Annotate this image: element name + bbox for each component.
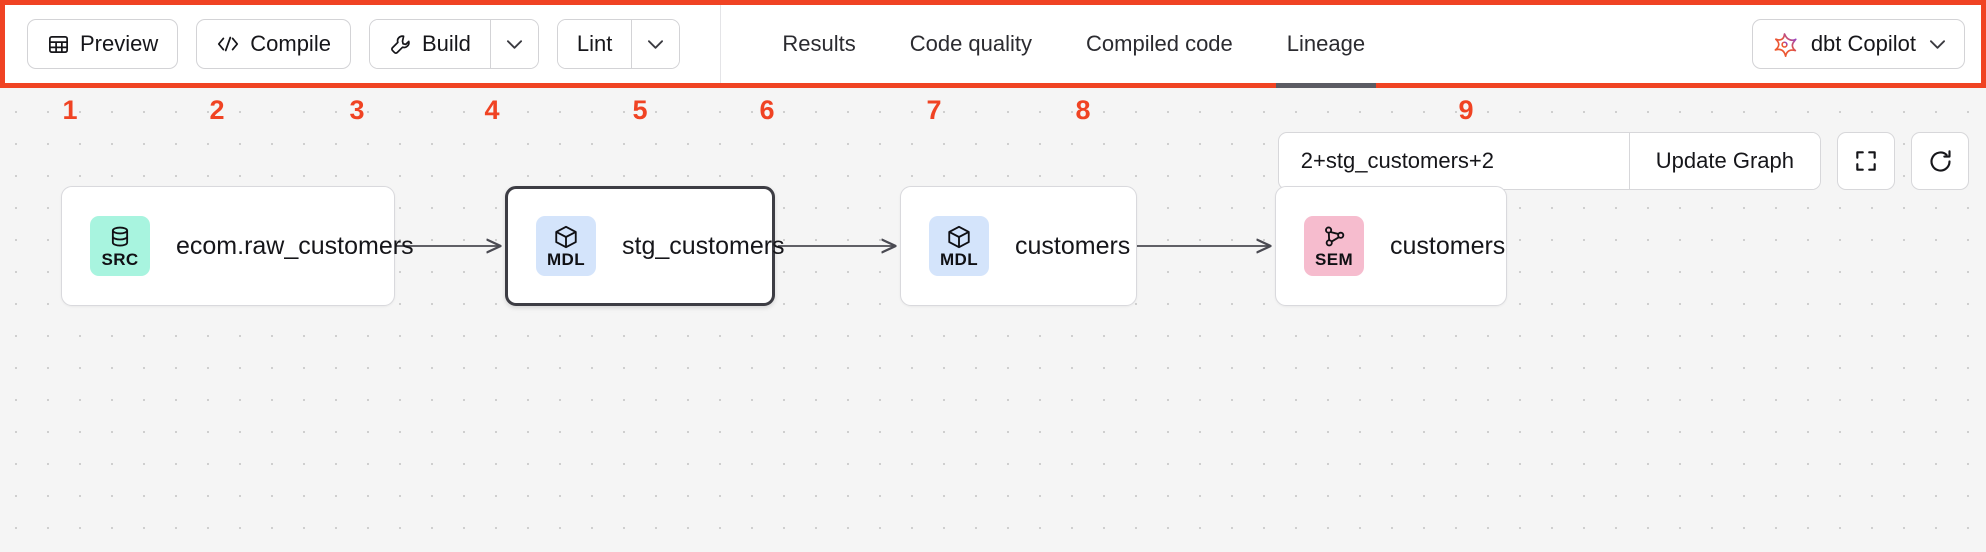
tab-results[interactable]: Results — [755, 5, 882, 83]
lineage-node-customers-sem[interactable]: SEM customers — [1275, 186, 1507, 306]
node-label: ecom.raw_customers — [176, 231, 414, 260]
fit-to-screen-icon — [1853, 148, 1879, 174]
preview-button-label: Preview — [80, 31, 159, 56]
chevron-down-icon — [1929, 39, 1946, 50]
toolbar-highlight-region: Preview Compile — [0, 0, 1986, 88]
fit-to-screen-button[interactable] — [1837, 132, 1895, 190]
wrench-icon — [389, 33, 412, 56]
node-type-badge-src: SRC — [90, 216, 150, 276]
compile-button[interactable]: Compile — [196, 19, 351, 69]
annotation-number-3: 3 — [349, 95, 365, 125]
node-type-badge-sem: SEM — [1304, 216, 1364, 276]
graph-selector-combo: Update Graph — [1277, 132, 1821, 190]
graph-controls: Update Graph — [1277, 132, 1969, 190]
lint-button-label: Lint — [576, 31, 613, 56]
annotation-number-4: 4 — [484, 95, 500, 125]
node-type-badge-mdl: MDL — [929, 216, 989, 276]
annotation-number-6: 6 — [759, 95, 775, 125]
lint-dropdown-caret[interactable] — [631, 20, 680, 68]
annotation-number-8: 8 — [1075, 95, 1091, 125]
node-label: customers — [1390, 231, 1506, 260]
chevron-down-icon — [506, 39, 523, 50]
database-icon — [107, 224, 133, 250]
lineage-node-stg-customers[interactable]: MDL stg_customers — [505, 186, 785, 306]
preview-button[interactable]: Preview — [27, 19, 179, 69]
lineage-node-raw-customers[interactable]: SRC ecom.raw_customers — [61, 186, 414, 306]
lint-split-button: Lint — [556, 19, 681, 69]
node-label: customers — [1015, 231, 1131, 260]
annotation-number-5: 5 — [632, 95, 648, 125]
update-graph-button[interactable]: Update Graph — [1628, 133, 1820, 189]
build-dropdown-caret[interactable] — [489, 20, 538, 68]
toolbar: Preview Compile — [5, 5, 1981, 88]
annotation-number-7: 7 — [926, 95, 942, 125]
annotation-number-9: 9 — [1458, 95, 1474, 125]
compile-button-label: Compile — [250, 31, 331, 56]
tab-results-label: Results — [782, 31, 856, 56]
lineage-node-customers-mdl[interactable]: MDL customers — [900, 186, 1137, 306]
dbt-copilot-label: dbt Copilot — [1810, 31, 1916, 56]
build-button-label: Build — [421, 31, 471, 56]
tab-code-quality[interactable]: Code quality — [883, 5, 1059, 83]
graph-nodes-icon — [1321, 224, 1347, 250]
chevron-down-icon — [647, 39, 664, 50]
tab-bar: Results Code quality Compiled code Linea… — [720, 5, 1392, 88]
build-button[interactable]: Build — [369, 20, 490, 68]
dbt-copilot-button[interactable]: dbt Copilot — [1751, 19, 1965, 69]
node-type-label: MDL — [546, 250, 586, 269]
cube-icon — [946, 224, 972, 250]
refresh-icon — [1927, 148, 1954, 175]
node-type-label: SRC — [101, 250, 139, 269]
tab-lineage-label: Lineage — [1286, 31, 1366, 56]
build-split-button: Build — [368, 19, 539, 69]
tab-lineage[interactable]: Lineage — [1260, 5, 1392, 88]
node-type-label: MDL — [939, 250, 979, 269]
graph-selector-input[interactable] — [1278, 133, 1629, 189]
sparkle-star-icon — [1771, 31, 1798, 58]
annotation-number-2: 2 — [209, 95, 225, 125]
tab-code-quality-label: Code quality — [909, 31, 1033, 56]
node-type-label: SEM — [1314, 250, 1354, 269]
table-icon — [47, 33, 70, 56]
cube-icon — [553, 224, 579, 250]
lint-button[interactable]: Lint — [557, 20, 632, 68]
tab-compiled-code[interactable]: Compiled code — [1059, 5, 1260, 83]
action-button-group: Preview Compile — [5, 19, 681, 69]
code-brackets-icon — [216, 34, 240, 54]
tab-compiled-code-label: Compiled code — [1086, 31, 1233, 56]
node-label: stg_customers — [622, 231, 785, 260]
node-type-badge-mdl: MDL — [536, 216, 596, 276]
update-graph-label: Update Graph — [1655, 148, 1794, 173]
refresh-graph-button[interactable] — [1911, 132, 1969, 190]
annotation-number-1: 1 — [62, 95, 78, 125]
